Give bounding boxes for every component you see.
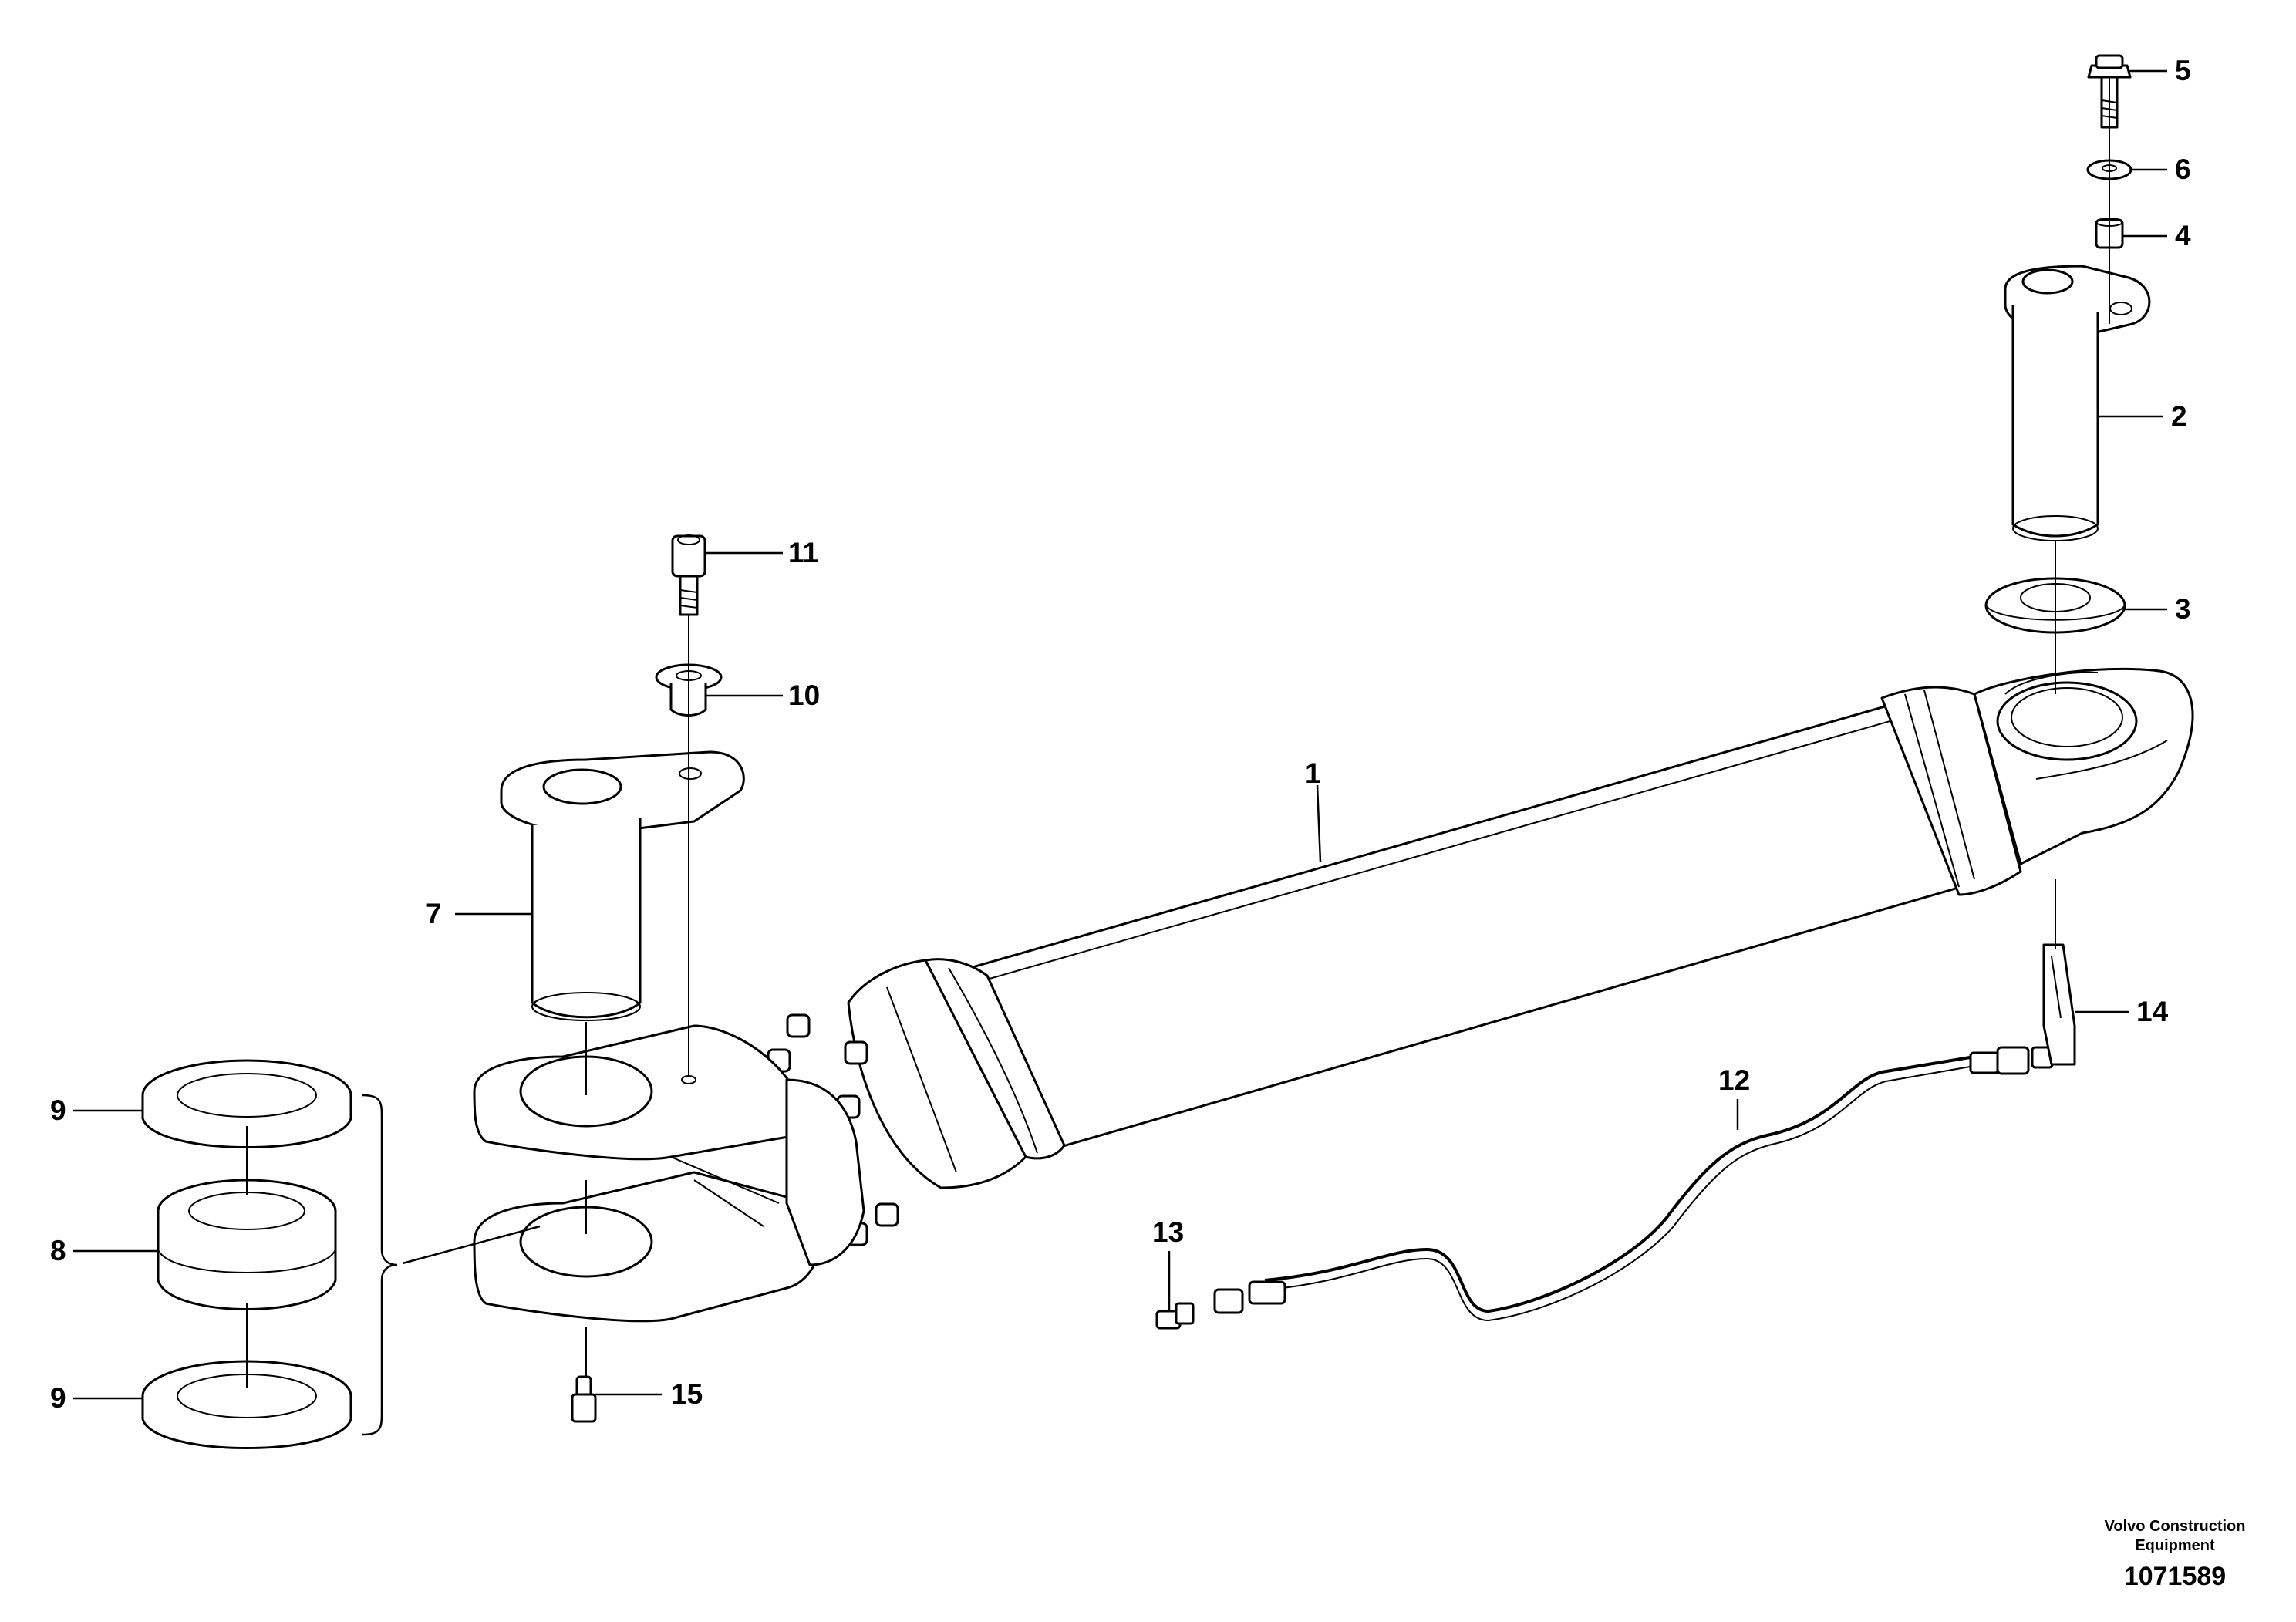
bearing-spherical: [157, 1179, 337, 1310]
callout-13: 13: [1152, 1216, 1184, 1248]
figure-number: 1071589: [2124, 1562, 2226, 1591]
cable-connector-right: [1969, 1046, 2054, 1075]
cable-connector-left: [1155, 1280, 1286, 1330]
brand-name-line1: Volvo Construction: [2105, 1518, 2246, 1535]
callout-2: 2: [2171, 400, 2187, 432]
brand-name-line2: Equipment: [2135, 1537, 2215, 1554]
position-sensor: [2042, 943, 2076, 1066]
sensor-cable: [1264, 1055, 1975, 1322]
callout-10: 10: [788, 679, 820, 711]
group-brace: [362, 1094, 398, 1436]
callout-6: 6: [2175, 153, 2191, 185]
callout-4: 4: [2175, 220, 2191, 251]
callout-9-top: 9: [50, 1094, 66, 1126]
seal-ring-bottom: [141, 1360, 352, 1449]
callout-7: 7: [426, 898, 442, 929]
callout-5: 5: [2175, 55, 2191, 86]
cylinder-barrel: [847, 667, 2194, 1189]
callout-1: 1: [1305, 757, 1321, 789]
clevis-yoke: [473, 1024, 865, 1323]
callout-11: 11: [788, 537, 818, 568]
callout-9-bottom: 9: [50, 1382, 66, 1414]
callout-8: 8: [50, 1235, 66, 1266]
seal-ring-top: [141, 1059, 352, 1148]
callout-14: 14: [2136, 996, 2169, 1027]
pin-with-plate-left: [500, 750, 745, 1021]
callout-3: 3: [2175, 593, 2191, 625]
socket-head-bolt: [671, 534, 706, 616]
grease-nipple-bottom: [571, 1375, 597, 1423]
callout-12: 12: [1718, 1064, 1750, 1096]
callout-15: 15: [671, 1378, 703, 1410]
pin-with-plate-right: [2004, 265, 2151, 541]
leader-lines: [73, 69, 2167, 1400]
